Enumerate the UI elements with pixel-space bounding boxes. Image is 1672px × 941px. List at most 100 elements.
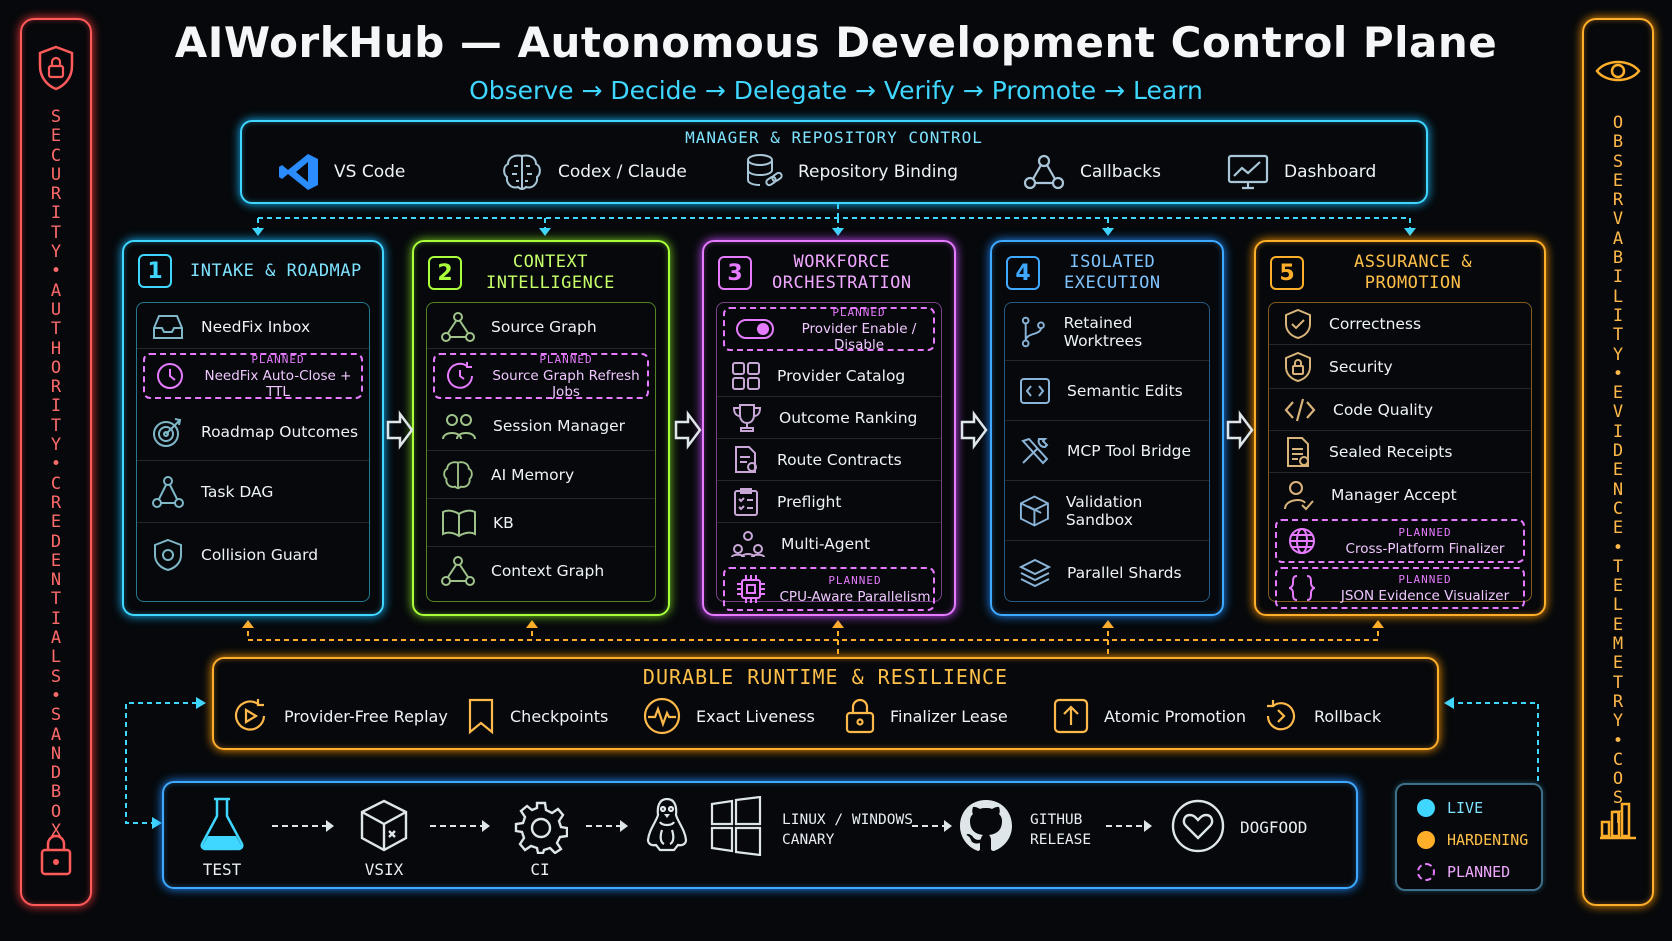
legend-label: PLANNED: [1447, 863, 1511, 881]
inbox-icon: [153, 314, 183, 339]
runtime-item-label: Atomic Promotion: [1104, 706, 1247, 726]
list-item[interactable]: Validation Sandbox: [1005, 481, 1209, 541]
item-label: Multi-Agent: [781, 535, 871, 553]
list-item[interactable]: Context Graph: [427, 547, 655, 595]
manager-title: MANAGER & REPOSITORY CONTROL: [685, 128, 983, 147]
observability-rail: [1582, 18, 1654, 906]
runtime-item-label: Provider-Free Replay: [284, 706, 448, 726]
manager-item-label: Codex / Claude: [558, 162, 687, 182]
item-label: Sealed Receipts: [1329, 442, 1453, 461]
list-item[interactable]: Parallel Shards: [1005, 541, 1209, 605]
manager-panel: [240, 120, 1428, 204]
runtime-item-liveness[interactable]: Exact Liveness: [642, 695, 815, 737]
item-label: Manager Accept: [1331, 486, 1457, 504]
runtime-item-atomic-promotion[interactable]: Atomic Promotion: [1052, 695, 1246, 737]
runtime-item-label: Exact Liveness: [696, 706, 815, 726]
legend-label: HARDENING: [1447, 831, 1529, 849]
package-icon: [360, 799, 408, 852]
list-item[interactable]: Semantic Edits: [1005, 361, 1209, 421]
item-label: AI Memory: [491, 465, 575, 484]
monitor-chart-icon: [1227, 154, 1269, 190]
checklist-icon: [734, 487, 758, 516]
stage-title-line: EXECUTION: [1064, 273, 1161, 293]
list-item[interactable]: Collision Guard: [137, 523, 369, 587]
manager-item-dashboard[interactable]: Dashboard: [1226, 152, 1376, 192]
pipeline-stage-label: VSIX: [364, 860, 404, 879]
flask-icon: [200, 797, 244, 851]
legend-swatch: [1417, 799, 1435, 817]
runtime-item-replay[interactable]: Provider-Free Replay: [230, 695, 448, 737]
stage-number: 4: [1006, 256, 1040, 290]
runtime-item-finalizer-lease[interactable]: Finalizer Lease: [844, 695, 1008, 737]
stage-number: 5: [1270, 256, 1304, 290]
list-item[interactable]: Manager Accept: [1269, 473, 1531, 517]
list-item[interactable]: Preflight: [717, 481, 941, 523]
stage-title-line: ORCHESTRATION: [772, 273, 912, 293]
list-item[interactable]: KB: [427, 499, 655, 547]
list-item[interactable]: Provider Catalog: [717, 355, 941, 397]
list-item[interactable]: Source Graph: [427, 305, 655, 349]
manager-item-codex-claude[interactable]: Codex / Claude: [500, 152, 687, 192]
manager-item-repository-binding[interactable]: Repository Binding: [744, 152, 958, 192]
item-label: NeedFix Inbox: [201, 317, 311, 336]
code-icon: [1284, 398, 1316, 421]
graph-icon: [441, 311, 475, 342]
list-item[interactable]: Roadmap Outcomes: [137, 403, 369, 461]
item-label: NeedFix Auto-Close + TTL: [204, 368, 352, 400]
braces-icon: [1288, 575, 1316, 601]
planned-tag: PLANNED: [251, 353, 305, 366]
manager-item-callbacks[interactable]: Callbacks: [1022, 152, 1161, 192]
list-item[interactable]: Correctness: [1269, 303, 1531, 345]
runtime-item-label: Rollback: [1314, 706, 1382, 726]
list-item[interactable]: Session Manager: [427, 401, 655, 451]
manager-item-vscode[interactable]: VS Code: [278, 152, 405, 192]
page-subtitle: Observe → Decide → Delegate → Verify → P…: [469, 76, 1203, 105]
stage-title-line: CONTEXT: [512, 252, 588, 272]
list-item[interactable]: Sealed Receipts: [1269, 431, 1531, 473]
item-label: CPU-Aware Parallelism: [779, 589, 931, 605]
shield-lock-icon: [38, 45, 74, 91]
item-label: Route Contracts: [777, 450, 902, 469]
planned-item[interactable]: PLANNED NeedFix Auto-Close + TTL: [143, 353, 363, 400]
user-check-icon: [1284, 481, 1314, 511]
graph-icon: [441, 556, 475, 586]
list-item[interactable]: Task DAG: [137, 461, 369, 523]
item-label: Correctness: [1329, 314, 1422, 333]
runtime-item-rollback[interactable]: Rollback: [1262, 695, 1381, 737]
book-icon: [442, 509, 476, 537]
gear-icon: [514, 801, 568, 854]
list-item[interactable]: Code Quality: [1269, 389, 1531, 431]
runtime-item-label: Finalizer Lease: [890, 706, 1008, 726]
runtime-panel: [212, 657, 1439, 750]
list-item[interactable]: Route Contracts: [717, 439, 941, 481]
item-label: Security: [1329, 357, 1393, 376]
flow-arrow-icon: [386, 410, 414, 450]
stage-assurance-promotion: 5 ASSURANCE &PROMOTION Correctness Secur…: [1254, 240, 1546, 616]
list-item[interactable]: Retained Worktrees: [1005, 303, 1209, 361]
item-label: Task DAG: [201, 482, 274, 501]
item-label: Parallel Shards: [1067, 564, 1182, 582]
list-item[interactable]: Outcome Ranking: [717, 397, 941, 439]
stage-title-line: ASSURANCE &: [1354, 252, 1473, 272]
legend-item-planned: PLANNED: [1417, 863, 1510, 881]
item-label: Provider Catalog: [777, 366, 906, 385]
list-item[interactable]: AI Memory: [427, 451, 655, 499]
list-item[interactable]: NeedFix Inbox: [137, 305, 369, 349]
linux-windows-icon: [646, 796, 762, 856]
stage-title: INTAKE & ROADMAP: [190, 260, 362, 281]
list-item[interactable]: MCP Tool Bridge: [1005, 421, 1209, 481]
list-item[interactable]: Security: [1269, 345, 1531, 389]
stage-number: 1: [138, 254, 172, 288]
manager-item-label: VS Code: [334, 162, 406, 182]
runtime-item-checkpoints[interactable]: Checkpoints: [466, 695, 608, 737]
legend-swatch: [1417, 831, 1435, 849]
target-icon: [153, 417, 182, 447]
list-item[interactable]: Multi-Agent: [717, 523, 941, 565]
